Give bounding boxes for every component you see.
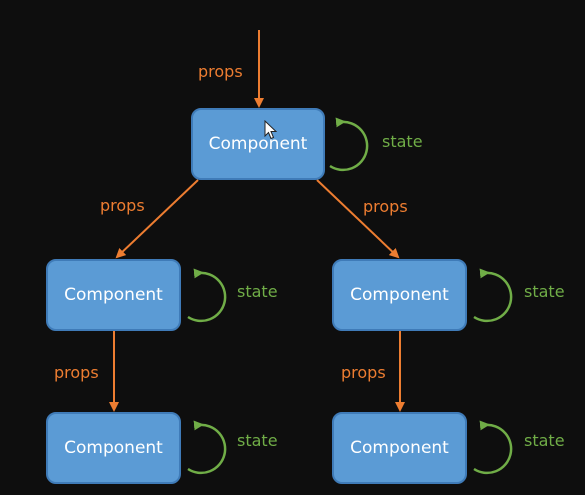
props-arrow-root-to-right bbox=[316, 179, 400, 259]
component-node-root: Component bbox=[191, 108, 325, 180]
state-loop-right bbox=[473, 268, 513, 323]
component-node-left-child: Component bbox=[46, 412, 181, 484]
component-node-left: Component bbox=[46, 259, 181, 331]
component-node-right-child: Component bbox=[332, 412, 467, 484]
state-label-right-child: state bbox=[524, 431, 565, 450]
state-loop-left-child bbox=[187, 420, 227, 475]
state-label-right: state bbox=[524, 282, 565, 301]
props-arrow-root-to-left bbox=[115, 179, 199, 259]
state-loop-left bbox=[187, 268, 227, 323]
state-label-left: state bbox=[237, 282, 278, 301]
state-label-left-child: state bbox=[237, 431, 278, 450]
props-label-left-to-left-child: props bbox=[54, 363, 99, 382]
component-node-right: Component bbox=[332, 259, 467, 331]
state-label-root: state bbox=[382, 132, 423, 151]
state-loop-right-child bbox=[473, 420, 513, 475]
state-loop-root bbox=[329, 117, 369, 172]
mouse-cursor-icon bbox=[264, 120, 278, 140]
props-label-root-to-left: props bbox=[100, 196, 145, 215]
props-label-into-root: props bbox=[198, 62, 243, 81]
props-label-root-to-right: props bbox=[363, 197, 408, 216]
props-label-right-to-right-child: props bbox=[341, 363, 386, 382]
